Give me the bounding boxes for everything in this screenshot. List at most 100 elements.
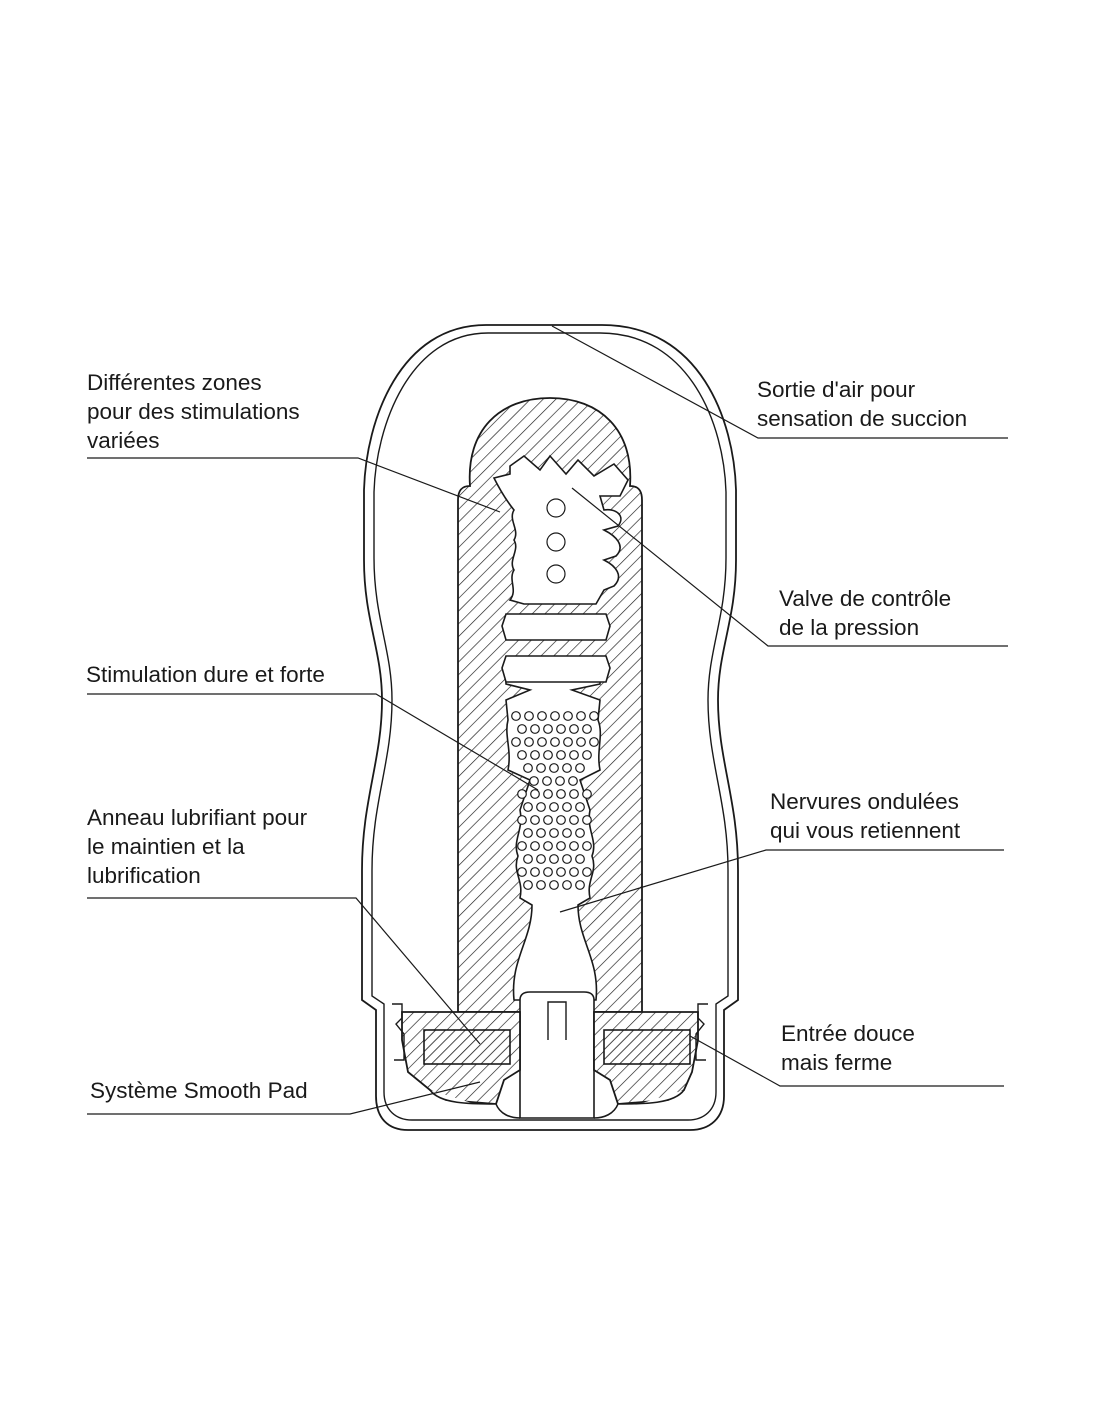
air-hole-2 <box>546 532 566 552</box>
stimulation-bump <box>569 789 579 799</box>
stimulation-bump <box>549 880 559 890</box>
stimulation-bump <box>511 737 521 747</box>
label-ribs: Nervures ondulées qui vous retiennent <box>770 789 965 843</box>
stimulation-bump <box>549 763 559 773</box>
stimulation-bump <box>562 828 572 838</box>
stimulation-bump <box>562 880 572 890</box>
stimulation-bump <box>543 724 553 734</box>
stimulation-bump <box>563 737 573 747</box>
center-air-post <box>519 991 595 1119</box>
stimulation-bump <box>575 880 585 890</box>
label-zones-line1: Différentes zones <box>87 370 262 395</box>
stimulation-bump <box>523 880 533 890</box>
stimulation-bump <box>582 750 592 760</box>
label-ribs-line2: qui vous retiennent <box>770 818 961 843</box>
leader-entry <box>689 1035 1004 1087</box>
leader-pad <box>87 1081 481 1115</box>
lubricating-ring-right <box>603 1029 691 1065</box>
stimulation-bump <box>582 867 592 877</box>
stimulation-bump <box>517 815 527 825</box>
label-entry: Entrée douce mais ferme <box>781 1021 921 1075</box>
stimulation-bump <box>524 737 534 747</box>
leader-ring <box>87 897 481 1045</box>
stimulation-bump <box>556 724 566 734</box>
stimulation-bump <box>523 828 533 838</box>
stimulation-bump <box>569 750 579 760</box>
stimulation-bump <box>569 867 579 877</box>
label-valve-line1: Valve de contrôle <box>779 586 951 611</box>
label-hard-stimulation: Stimulation dure et forte <box>86 662 325 687</box>
stimulation-bump <box>511 711 521 721</box>
stimulation-bump <box>517 789 527 799</box>
label-smooth-pad: Système Smooth Pad <box>90 1078 308 1103</box>
leader-zones <box>87 457 501 513</box>
stimulation-bump <box>589 737 599 747</box>
stimulation-bump <box>536 763 546 773</box>
cap-clip-left <box>392 1003 405 1061</box>
label-valve: Valve de contrôle de la pression <box>779 586 957 640</box>
stimulation-bump <box>556 789 566 799</box>
stimulation-bump <box>523 854 533 864</box>
label-air-line2: sensation de succion <box>757 406 967 431</box>
stimulation-bump <box>575 854 585 864</box>
stimulation-bump <box>536 828 546 838</box>
stimulation-bump <box>569 724 579 734</box>
stimulation-bump <box>556 750 566 760</box>
stimulation-bump <box>517 724 527 734</box>
stimulation-bump <box>582 815 592 825</box>
label-entry-line1: Entrée douce <box>781 1021 915 1046</box>
stimulation-bump <box>568 776 578 786</box>
label-air-line1: Sortie d'air pour <box>757 377 916 402</box>
label-valve-line2: de la pression <box>779 615 919 640</box>
stimulation-bump <box>536 880 546 890</box>
stimulation-bump <box>543 815 553 825</box>
stimulation-bump <box>543 841 553 851</box>
stimulation-bump <box>524 711 534 721</box>
stimulation-bump <box>569 815 579 825</box>
stimulation-bump <box>576 711 586 721</box>
stimulation-bump <box>582 789 592 799</box>
stimulation-bump <box>550 711 560 721</box>
stimulation-bump <box>575 828 585 838</box>
stimulation-bump <box>549 828 559 838</box>
stimulation-bump <box>537 737 547 747</box>
stimulation-bump <box>517 867 527 877</box>
leader-air <box>551 325 1008 439</box>
stimulation-bump <box>543 867 553 877</box>
outer-casing <box>361 324 739 1131</box>
stimulation-bump <box>523 763 533 773</box>
label-pad-line1: Système Smooth Pad <box>90 1078 308 1103</box>
stimulation-bump <box>517 841 527 851</box>
stimulation-bumps <box>511 711 599 890</box>
stimulation-bump <box>530 815 540 825</box>
stimulation-bump <box>530 724 540 734</box>
stimulation-bump <box>530 867 540 877</box>
cavity-ring-upper <box>501 613 611 641</box>
stimulation-bump <box>569 841 579 851</box>
stimulation-bump <box>523 802 533 812</box>
cavity-ring-lower <box>501 655 611 683</box>
air-hole-3 <box>546 564 566 584</box>
stimulation-bump <box>556 815 566 825</box>
stimulation-bump <box>543 750 553 760</box>
label-ring-line3: lubrification <box>87 863 201 888</box>
center-air-post-inner <box>547 1001 567 1040</box>
stimulation-bump <box>542 776 552 786</box>
stimulation-bump <box>536 854 546 864</box>
label-ring-line2: le maintien et la <box>87 834 245 859</box>
leader-hard <box>87 693 539 791</box>
outer-casing-inner-wall <box>371 332 729 1121</box>
stimulation-bump <box>530 789 540 799</box>
smooth-pad-left <box>429 1089 521 1119</box>
label-zones: Différentes zones pour des stimulations … <box>87 370 306 453</box>
stimulation-bump <box>549 802 559 812</box>
stimulation-bump <box>530 750 540 760</box>
cap-clip-right <box>695 1003 708 1061</box>
stimulation-bump <box>536 802 546 812</box>
stimulation-bump <box>529 776 539 786</box>
smooth-pad-right <box>593 1089 685 1119</box>
stimulation-bump <box>537 711 547 721</box>
leader-ribs <box>559 849 1004 913</box>
stimulation-bump <box>562 802 572 812</box>
